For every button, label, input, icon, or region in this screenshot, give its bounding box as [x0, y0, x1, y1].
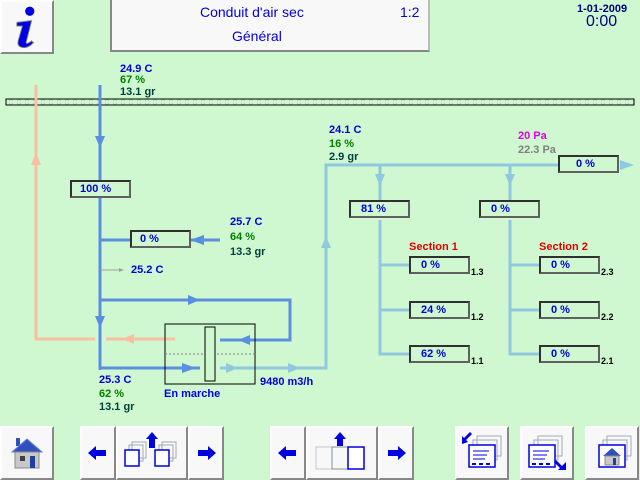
recirc-arrow — [190, 235, 204, 245]
page-home-icon — [598, 435, 632, 468]
page-subtitle: Général — [232, 28, 282, 44]
supply-humidity: 16 % — [329, 138, 355, 150]
next-group-button[interactable] — [188, 426, 224, 480]
next-page-button[interactable] — [378, 426, 414, 480]
page-forward-button[interactable] — [520, 426, 574, 480]
section-1-damper-3[interactable]: 0 % — [409, 256, 470, 274]
outside-grams: 13.1 gr — [120, 86, 156, 98]
unit-status: En marche — [164, 388, 221, 400]
recirc-damper[interactable]: 0 % — [130, 230, 191, 248]
page-forward-icon — [528, 435, 566, 470]
arrow-right-icon — [198, 446, 216, 460]
mixed-temp: 25.2 C — [131, 264, 164, 276]
air-flow: 9480 m3/h — [260, 376, 314, 388]
branch-damper-1[interactable]: 81 % — [349, 200, 410, 218]
damper-id: 2.3 — [601, 267, 614, 277]
outside-temp: 24.9 C — [120, 63, 153, 75]
page-back-icon — [462, 432, 502, 468]
section-1-damper-1[interactable]: 62 % — [409, 345, 470, 363]
damper-id: 2.2 — [601, 312, 614, 322]
header-panel: Conduit d'air sec 1:2 Général — [110, 0, 430, 52]
recirc-grams: 13.3 gr — [230, 246, 266, 258]
page-up-button[interactable] — [306, 426, 378, 480]
exhaust-arrow — [31, 152, 41, 165]
date: 1-01-2009 — [577, 3, 628, 15]
damper-id: 2.1 — [601, 356, 614, 366]
airflow-diagram — [5, 85, 635, 385]
rotor-wheel — [204, 326, 216, 382]
page-number: 1:2 — [400, 4, 420, 20]
prev-group-button[interactable] — [80, 426, 116, 480]
home-button[interactable] — [0, 426, 54, 480]
section-2-damper-2[interactable]: 0 % — [539, 301, 600, 319]
recirc-humidity: 64 % — [230, 231, 256, 243]
section-2-label: Section 2 — [539, 241, 588, 253]
arrow-left-icon — [88, 446, 106, 460]
group-up-button[interactable] — [116, 426, 188, 480]
arrow-left-icon — [278, 446, 296, 460]
supply-line — [220, 163, 560, 370]
section-1-damper-2[interactable]: 24 % — [409, 301, 470, 319]
damper-id: 1.1 — [471, 356, 484, 366]
info-button[interactable] — [0, 0, 54, 54]
after-unit-humidity: 62 % — [99, 388, 125, 400]
section-1-label: Section 1 — [409, 241, 458, 253]
supply-grams: 2.9 gr — [329, 151, 359, 163]
damper-id: 1.3 — [471, 267, 484, 277]
page-title: Conduit d'air sec — [200, 4, 304, 20]
outlet-damper[interactable]: 0 % — [558, 155, 619, 173]
arrow-right-icon — [388, 446, 406, 460]
supply-temp: 24.1 C — [329, 124, 362, 136]
recirc-temp: 25.7 C — [230, 216, 263, 228]
prev-page-button[interactable] — [270, 426, 306, 480]
time: 0:00 — [586, 13, 618, 30]
after-unit-temp: 25.3 C — [99, 374, 132, 386]
duct-rail — [5, 98, 635, 106]
pressure-actual: 22.3 Pa — [518, 144, 556, 156]
home-icon — [10, 438, 44, 469]
outside-humidity: 67 % — [120, 74, 146, 86]
after-unit-grams: 13.1 gr — [99, 401, 135, 413]
info-icon — [16, 6, 35, 49]
section-2-damper-1[interactable]: 0 % — [539, 345, 600, 363]
exhaust-line — [34, 85, 95, 341]
page-home-button[interactable] — [585, 426, 639, 480]
branch-damper-2[interactable]: 0 % — [479, 200, 540, 218]
main-damper[interactable]: 100 % — [70, 180, 131, 198]
page-up-icon — [315, 432, 365, 470]
page-back-button[interactable] — [455, 426, 509, 480]
pressure-setpoint: 20 Pa — [518, 130, 547, 142]
section-2-damper-3[interactable]: 0 % — [539, 256, 600, 274]
damper-id: 1.2 — [471, 312, 484, 322]
page-group-up-icon — [124, 432, 177, 467]
